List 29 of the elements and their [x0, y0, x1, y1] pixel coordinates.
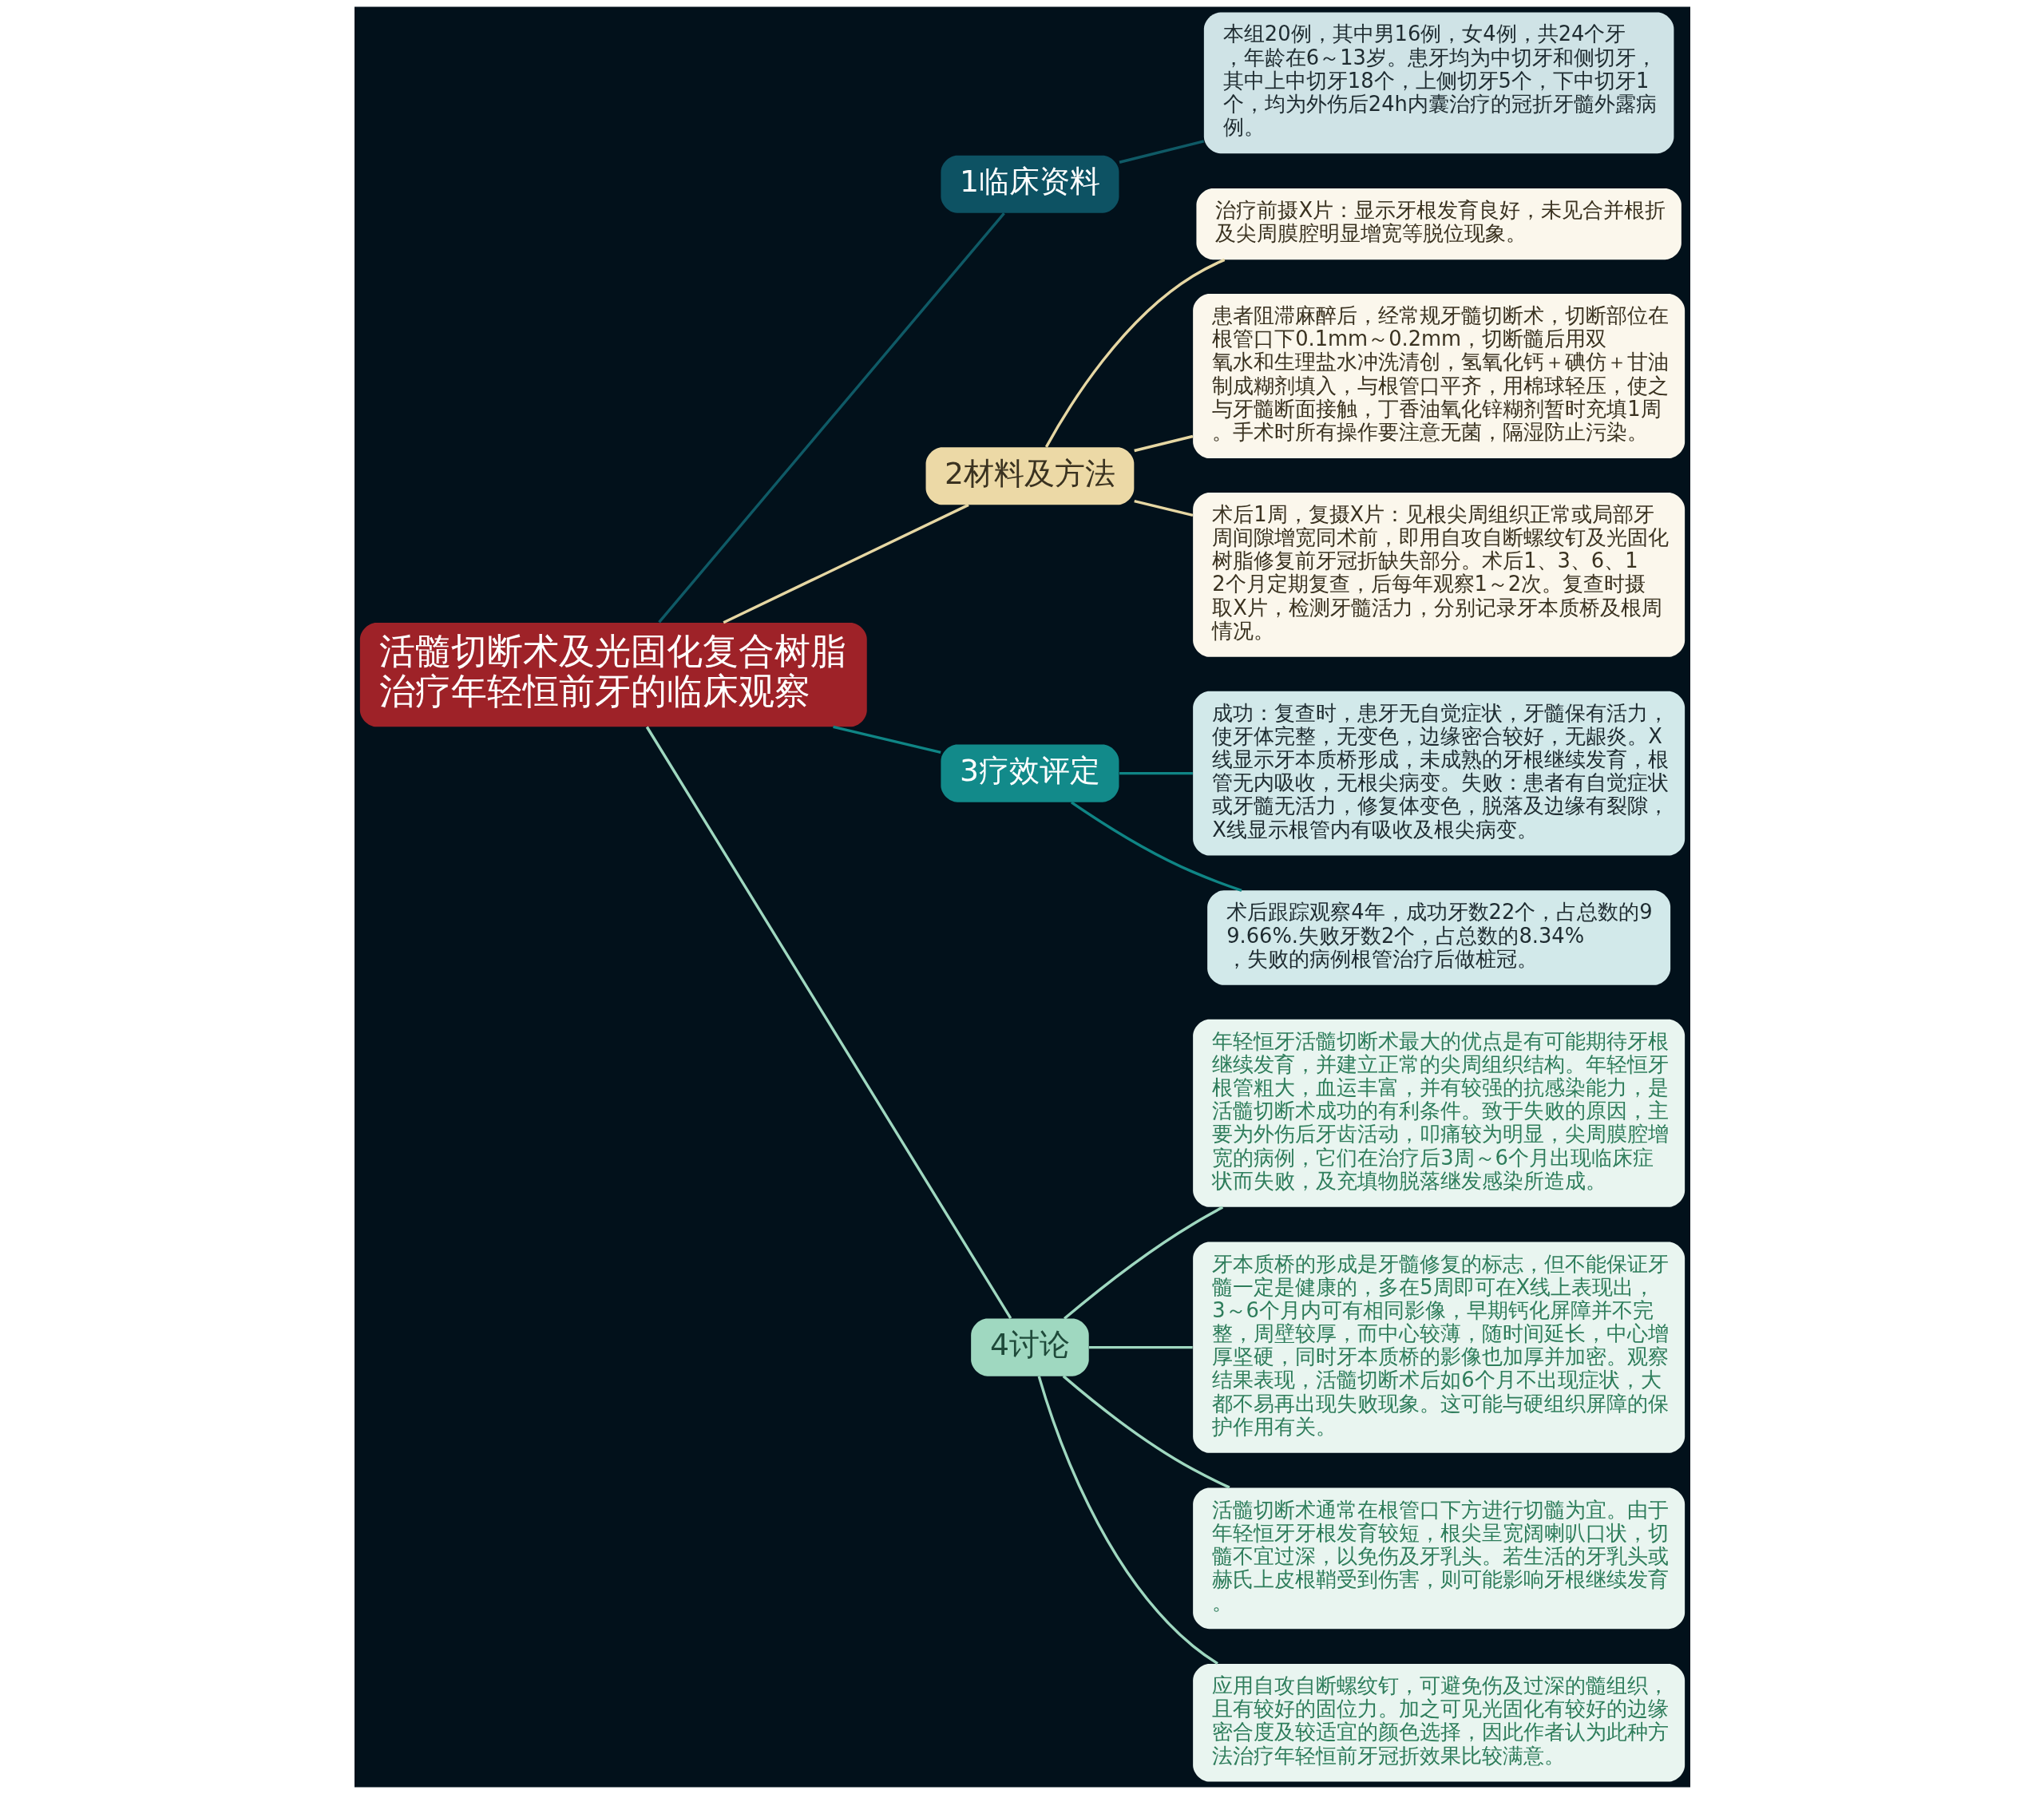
connector: [1133, 499, 1193, 517]
node-box: 术后跟踪观察4年，成功牙数22个，占总数的99.66%.失败牙数2个，占总数的8.34%，失败的病例根管治疗后做桩冠。: [1206, 890, 1670, 985]
node-box: 活髓切断术及光固化复合树脂治疗年轻恒前牙的临床观察: [359, 622, 867, 727]
node-box: 2材料及方法: [925, 447, 1134, 505]
connector: [1037, 1376, 1218, 1665]
connector: [657, 212, 1005, 624]
connector: [832, 725, 941, 754]
node-box: 应用自攻自断螺纹钉，可避免伤及过深的髓组织，且有较好的固位力。加之可见光固化有较好的边缘密合度及较适宜的颜色选择，因此作者认为此种方法治疗年轻恒前牙冠折效果比较满意。: [1192, 1663, 1685, 1782]
node-box: 患者阻滞麻醉后，经常规牙髓切断术，切断部位在根管口下0.1mm～0.2mm，切断髓后用双氧水和生理盐水冲洗清创，氢氧化钙＋碘仿＋甘油制成糊剂填入，与根管口平齐，用棉球轻压，使之与牙髓断面接触，丁香油氧化锌糊剂暂时充填1周。手术时所有操作要注意无菌，隔湿防止污染。: [1192, 294, 1685, 458]
connector: [1119, 140, 1204, 164]
node-box: 1临床资料: [940, 155, 1119, 213]
connector: [1133, 434, 1193, 453]
connector: [1070, 801, 1242, 892]
connector: [1063, 1206, 1223, 1320]
connector: [645, 726, 1012, 1319]
connector: [1062, 1375, 1230, 1489]
connector: [1119, 771, 1193, 775]
node-box: 4讨论: [970, 1318, 1089, 1376]
node-box: 本组20例，其中男16例，女4例，共24个牙，年龄在6～13岁。患牙均为中切牙和侧切牙，其中上中切牙18个，上侧切牙5个，下中切牙1个，均为外伤后24h内囊治疗的冠折牙髓外露病例。: [1203, 12, 1674, 154]
node-box: 3疗效评定: [940, 744, 1119, 802]
node-box: 治疗前摄X片：显示牙根发育良好，未见合并根折及尖周膜腔明显增宽等脱位现象。: [1195, 188, 1682, 260]
node-box: 牙本质桥的形成是牙髓修复的标志，但不能保证牙髓一定是健康的，多在5周即可在X线上表现出，3～6个月内可有相同影像，早期钙化屏障并不完整，周壁较厚，而中心较薄，随时间延长，中心增厚坚硬，同时牙本质桥的影像也加厚并加密。观察结果表现，活髓切断术后如6个月不出现症状，大都不易再出现失败现象。这可能与硬组织屏障的保护作用有关。: [1192, 1242, 1685, 1453]
connector: [1044, 258, 1225, 448]
connector: [722, 503, 969, 624]
connector: [1088, 1345, 1193, 1349]
node-box: 术后1周，复摄X片：见根尖周组织正常或局部牙周间隙增宽同术前，即用自攻自断螺纹钉及光固化树脂修复前牙冠折缺失部分。术后1、3、6、12个月定期复查，后每年观察1～2次。复查时摄取X片，检测牙髓活力，分别记录牙本质桥及根周情况。: [1192, 492, 1685, 657]
node-box: 活髓切断术通常在根管口下方进行切髓为宜。由于年轻恒牙牙根发育较短，根尖呈宽阔喇叭口状，切髓不宜过深，以免伤及牙乳头。若生活的牙乳头或赫氏上皮根鞘受到伤害，则可能影响牙根继续发育。: [1192, 1487, 1685, 1630]
node-box: 成功：复查时，患牙无自觉症状，牙髓保有活力，使牙体完整，无变色，边缘密合较好，无龈炎。X线显示牙本质桥形成，未成熟的牙根继续发育，根管无内吸收，无根尖病变。失败：患者有自觉症状或牙髓无活力，修复体变色，脱落及边缘有裂隙，X线显示根管内有吸收及根尖病变。: [1192, 691, 1685, 856]
node-box: 年轻恒牙活髓切断术最大的优点是有可能期待牙根继续发育，并建立正常的尖周组织结构。年轻恒牙根管粗大，血运丰富，并有较强的抗感染能力，是活髓切断术成功的有利条件。致于失败的原因，主要为外伤后牙齿活动，叩痛较为明显，尖周膜腔增宽的病例，它们在治疗后3周～6个月出现临床症状而失败，及充填物脱落继发感染所造成。: [1192, 1019, 1685, 1207]
